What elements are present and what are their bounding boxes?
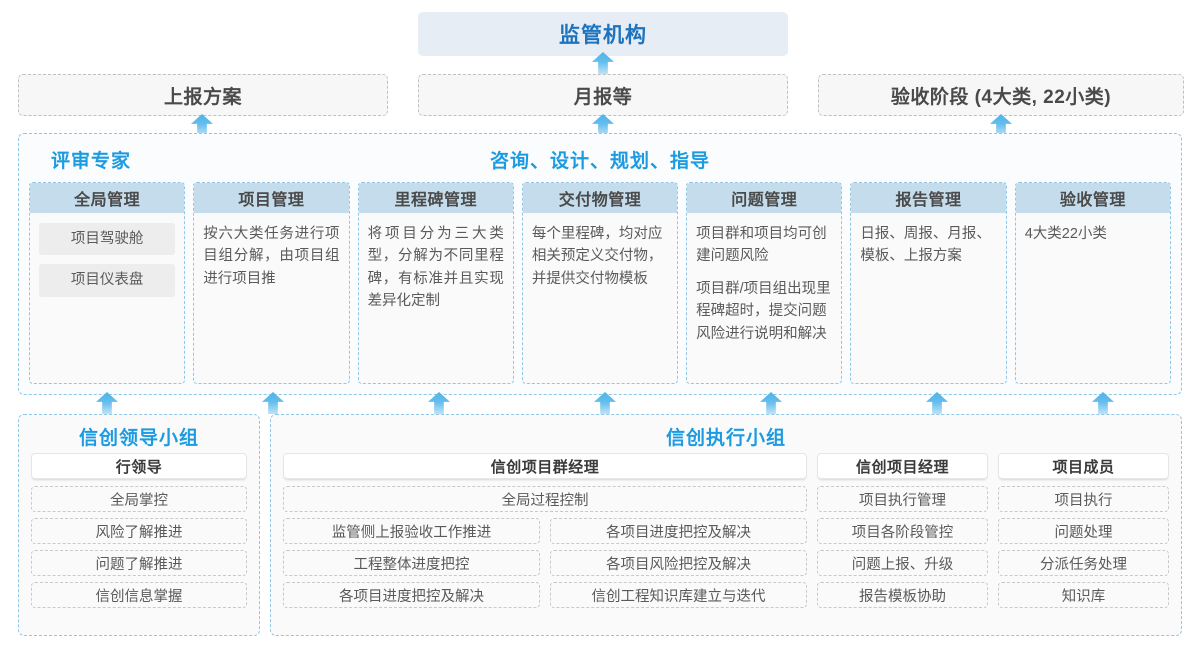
card-paragraph: 每个里程碑，均对应相关预定义交付物，并提供交付物模板 <box>531 226 663 287</box>
role-program-manager[interactable]: 信创项目群经理 <box>283 453 807 479</box>
task-item[interactable]: 项目执行 <box>998 486 1169 512</box>
task-item[interactable]: 全局掌控 <box>31 486 247 512</box>
card-header: 项目管理 <box>194 183 349 213</box>
report-row: 上报方案 月报等 验收阶段 (4大类, 22小类) <box>18 74 1184 116</box>
card-body: 日报、周报、月报、模板、上报方案 <box>851 213 1005 383</box>
band-title-consulting: 咨询、设计、规划、指导 <box>489 151 710 172</box>
regulator-banner: 监管机构 <box>418 12 788 56</box>
capability-card-list: 全局管理 项目驾驶舱 项目仪表盘 项目管理 按六大类任务进行项目组分解，由项目组… <box>29 182 1171 384</box>
card-body: 4大类22小类 <box>1016 213 1170 383</box>
card-paragraph: 项目群/项目组出现里程碑超时，提交问题风险进行说明和解决 <box>696 280 831 342</box>
group-execution: 信创执行小组 信创项目群经理 全局过程控制 监管侧上报验收工作推进 工程整体进度… <box>270 414 1182 636</box>
task-item[interactable]: 监管侧上报验收工作推进 <box>283 518 540 544</box>
program-manager-left-tasks: 监管侧上报验收工作推进 工程整体进度把控 各项目进度把控及解决 <box>283 518 540 614</box>
execution-group-body: 信创项目群经理 全局过程控制 监管侧上报验收工作推进 工程整体进度把控 各项目进… <box>283 453 1169 625</box>
task-item[interactable]: 报告模板协助 <box>817 582 988 608</box>
role-bank-leader[interactable]: 行领导 <box>31 453 247 479</box>
task-item[interactable]: 风险了解推进 <box>31 518 247 544</box>
task-item[interactable]: 项目各阶段管控 <box>817 518 988 544</box>
task-item[interactable]: 分派任务处理 <box>998 550 1169 576</box>
card-header: 验收管理 <box>1015 183 1170 213</box>
report-box-acceptance: 验收阶段 (4大类, 22小类) <box>818 74 1184 116</box>
task-item[interactable]: 项目执行管理 <box>817 486 988 512</box>
arrow-up-icon-col5 <box>760 392 782 414</box>
card-body: 每个里程碑，均对应相关预定义交付物，并提供交付物模板 <box>523 213 677 383</box>
card-header: 报告管理 <box>851 183 1006 213</box>
report-box-plan: 上报方案 <box>18 74 388 116</box>
arrow-up-icon-col4 <box>594 392 616 414</box>
card-paragraph: 日报、周报、月报、模板、上报方案 <box>860 226 991 265</box>
arrow-up-icon-col7 <box>1092 392 1114 414</box>
program-manager-right-tasks: 各项目进度把控及解决 各项目风险把控及解决 信创工程知识库建立与迭代 <box>550 518 807 614</box>
band-header: 评审专家 咨询、设计、规划、指导 <box>29 142 1171 176</box>
group-leading: 信创领导小组 行领导 全局掌控 风险了解推进 问题了解推进 信创信息掌握 <box>18 414 260 636</box>
arrow-up-icon-col1 <box>96 392 118 414</box>
card-header: 里程碑管理 <box>358 183 513 213</box>
band-title-review-experts: 评审专家 <box>51 151 132 172</box>
card-project-management[interactable]: 项目管理 按六大类任务进行项目组分解，由项目组进行项目推 <box>193 182 350 384</box>
card-body: 项目驾驶舱 项目仪表盘 <box>30 213 184 383</box>
consulting-band: 评审专家 咨询、设计、规划、指导 全局管理 项目驾驶舱 项目仪表盘 项目管理 按… <box>18 133 1182 395</box>
pill-item[interactable]: 项目驾驶舱 <box>39 223 176 256</box>
arrow-up-icon-col2 <box>262 392 284 414</box>
card-paragraph: 4大类22小类 <box>1024 226 1107 242</box>
column-program-manager: 信创项目群经理 全局过程控制 监管侧上报验收工作推进 工程整体进度把控 各项目进… <box>283 453 807 625</box>
task-item[interactable]: 各项目风险把控及解决 <box>550 550 807 576</box>
column-project-manager: 信创项目经理 项目执行管理 项目各阶段管控 问题上报、升级 报告模板协助 <box>817 453 988 625</box>
task-item[interactable]: 信创工程知识库建立与迭代 <box>550 582 807 608</box>
task-item[interactable]: 问题上报、升级 <box>817 550 988 576</box>
task-item[interactable]: 问题了解推进 <box>31 550 247 576</box>
arrow-up-icon-col6 <box>926 392 948 414</box>
card-global-management[interactable]: 全局管理 项目驾驶舱 项目仪表盘 <box>29 182 186 384</box>
card-header: 交付物管理 <box>522 183 678 213</box>
card-paragraph: 项目群和项目均可创建问题风险 <box>696 226 827 265</box>
card-header: 全局管理 <box>30 183 185 213</box>
card-report-management[interactable]: 报告管理 日报、周报、月报、模板、上报方案 <box>850 182 1007 384</box>
task-item[interactable]: 问题处理 <box>998 518 1169 544</box>
card-paragraph: 将项目分为三大类型，分解为不同里程碑，有标准并且实现差异化定制 <box>367 226 504 310</box>
group-title-leading: 信创领导小组 <box>78 428 199 449</box>
card-issue-management[interactable]: 问题管理 项目群和项目均可创建问题风险 项目群/项目组出现里程碑超时，提交问题风… <box>686 182 843 384</box>
card-milestone-management[interactable]: 里程碑管理 将项目分为三大类型，分解为不同里程碑，有标准并且实现差异化定制 <box>357 182 514 384</box>
pill-item[interactable]: 项目仪表盘 <box>39 264 176 297</box>
task-item[interactable]: 工程整体进度把控 <box>283 550 540 576</box>
report-box-monthly: 月报等 <box>418 74 788 116</box>
card-deliverable-management[interactable]: 交付物管理 每个里程碑，均对应相关预定义交付物，并提供交付物模板 <box>521 182 679 384</box>
column-project-member: 项目成员 项目执行 问题处理 分派任务处理 知识库 <box>998 453 1169 625</box>
program-manager-task-grid: 监管侧上报验收工作推进 工程整体进度把控 各项目进度把控及解决 各项目进度把控及… <box>283 518 807 614</box>
card-body: 将项目分为三大类型，分解为不同里程碑，有标准并且实现差异化定制 <box>359 213 513 383</box>
card-body: 项目群和项目均可创建问题风险 项目群/项目组出现里程碑超时，提交问题风险进行说明… <box>687 213 841 383</box>
task-item[interactable]: 知识库 <box>998 582 1169 608</box>
card-acceptance-management[interactable]: 验收管理 4大类22小类 <box>1014 182 1171 384</box>
task-item[interactable]: 信创信息掌握 <box>31 582 247 608</box>
group-title-execution: 信创执行小组 <box>665 428 786 449</box>
arrow-up-icon-col3 <box>428 392 450 414</box>
card-header: 问题管理 <box>687 183 842 213</box>
leading-group-body: 行领导 全局掌控 风险了解推进 问题了解推进 信创信息掌握 <box>31 453 247 614</box>
task-item[interactable]: 各项目进度把控及解决 <box>283 582 540 608</box>
role-project-member[interactable]: 项目成员 <box>998 453 1169 479</box>
task-item[interactable]: 各项目进度把控及解决 <box>550 518 807 544</box>
task-item-global-process-control[interactable]: 全局过程控制 <box>283 486 807 512</box>
card-body: 按六大类任务进行项目组分解，由项目组进行项目推 <box>194 213 348 383</box>
role-project-manager[interactable]: 信创项目经理 <box>817 453 988 479</box>
card-paragraph: 按六大类任务进行项目组分解，由项目组进行项目推 <box>203 226 340 287</box>
